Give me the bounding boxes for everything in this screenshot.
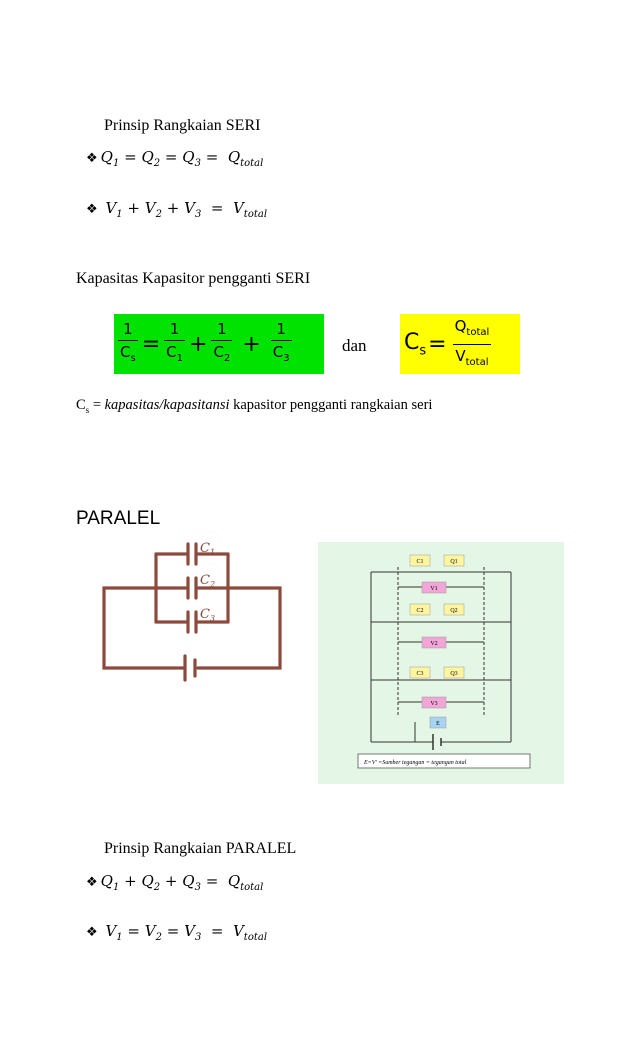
diagram-label-e: E <box>436 721 440 727</box>
diagram-label-v1: V1 <box>430 586 437 592</box>
paralel-heading: PARALEL <box>76 508 161 529</box>
paralel-voltage-equation: ❖ V1 = V2 = V3 = Vtotal <box>86 922 268 943</box>
diamond-bullet-icon: ❖ <box>86 202 98 217</box>
parallel-circuit-diagram: C1 Q1 V1 C2 Q2 V2 C3 Q3 V3 E E=V' =Sumbe… <box>318 542 564 784</box>
diagram-label-q1: Q1 <box>450 559 457 565</box>
diagram-label-v3: V3 <box>430 701 437 707</box>
diagram-label-q3: Q3 <box>450 671 457 677</box>
diamond-bullet-icon: ❖ <box>86 925 98 940</box>
circuit-label-c3: C3 <box>200 607 215 623</box>
cs-definition: Cs = kapasitas/kapasitansi kapasitor pen… <box>76 397 433 415</box>
dan-word: dan <box>342 336 367 355</box>
equals-sign: = <box>428 331 447 357</box>
diagram-label-v2: V2 <box>430 641 437 647</box>
seri-charge-equation: ❖Q1 = Q2 = Q3 = Qtotal <box>86 148 264 169</box>
circuit-label-c2: C2 <box>200 573 215 589</box>
diamond-bullet-icon: ❖ <box>86 875 98 890</box>
parallel-circuit-sketch: C1 C2 C3 <box>102 541 282 682</box>
paralel-charge-equation: ❖Q1 + Q2 + Q3 = Qtotal <box>86 872 264 893</box>
plus-sign: + <box>242 331 261 357</box>
diamond-bullet-icon: ❖ <box>86 151 98 166</box>
diagram-label-c3: C3 <box>416 671 423 677</box>
diagram-label-c1: C1 <box>416 559 423 565</box>
cs-symbol: Cs <box>404 329 427 359</box>
diagram-label-q2: Q2 <box>450 608 457 614</box>
circuit-label-c1: C1 <box>200 541 215 557</box>
kapasitas-heading: Kapasitas Kapasitor pengganti SERI <box>76 270 311 287</box>
seri-prinsip-title: Prinsip Rangkaian SERI <box>104 117 261 134</box>
diagram-label-c2: C2 <box>416 608 423 614</box>
equals-sign: = <box>141 331 161 357</box>
paralel-prinsip-title: Prinsip Rangkaian PARALEL <box>104 840 297 857</box>
diagram-legend: E=V' =Sumber tegangan = tegangan total <box>363 760 467 766</box>
plus-sign: + <box>189 331 208 357</box>
seri-voltage-equation: ❖ V1 + V2 + V3 = Vtotal <box>86 199 268 220</box>
